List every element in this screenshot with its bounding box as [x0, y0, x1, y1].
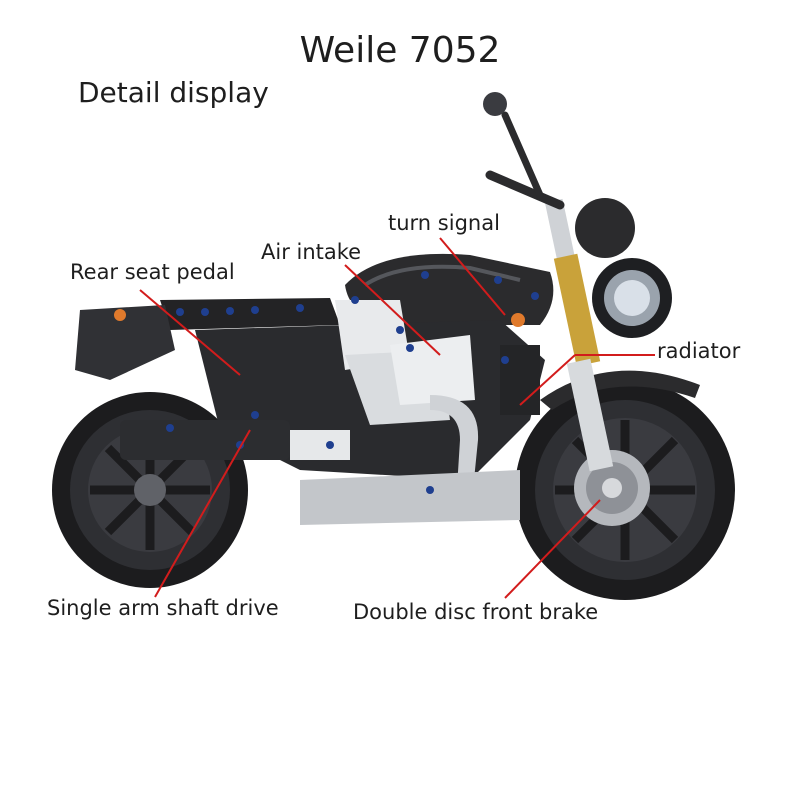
headlight — [575, 198, 672, 338]
handlebar — [483, 92, 565, 210]
callout-air-intake: Air intake — [261, 240, 362, 264]
page-title: Weile 7052 — [299, 30, 501, 71]
callout-turn-signal: turn signal — [388, 211, 500, 235]
front-fork — [544, 198, 614, 472]
callout-single-arm-shaft-drive: Single arm shaft drive — [47, 596, 279, 620]
callout-rear-seat-pedal: Rear seat pedal — [70, 260, 235, 284]
page-subtitle: Detail display — [78, 76, 269, 109]
front-wheel — [515, 380, 735, 600]
callout-double-disc-front-brake: Double disc front brake — [353, 600, 599, 624]
callout-radiator: radiator — [657, 339, 741, 363]
